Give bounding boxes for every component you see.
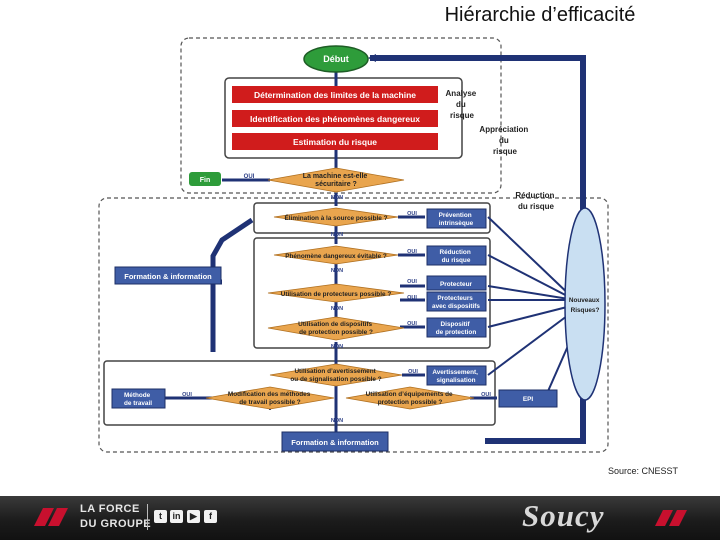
svg-text:Réduction du risque: Réduction du risque [439,249,472,264]
training-arrow [210,217,254,352]
step-hazards: Identification des phénomènes dangereux [250,114,420,124]
svg-text:NON: NON [331,268,343,274]
svg-text:Utilisation d’équipements de: Utilisation d’équipements de protection … [366,391,455,406]
slide-title: Hiérarchie d’efficacité [444,4,636,26]
svg-text:OUI: OUI [182,392,192,398]
training-bottom-box [281,431,389,452]
soucy-logo: Soucy [522,498,605,533]
svg-text:NON: NON [331,232,343,238]
decision-devices [267,316,405,341]
svg-text:Méthode de travail: Méthode de travail [124,392,152,407]
svg-text:OUI: OUI [408,369,418,375]
svg-text:Modification des méthodes: Modification des méthodes de travail pos… [228,391,312,406]
youtube-icon[interactable]: ▶ [187,510,200,523]
svg-text:Dispositif de protection: Dispositif de protection [436,321,477,336]
decision-safe [267,167,405,193]
estimation-inner-frame [224,77,463,159]
svg-text:Protecteur: Protecteur [440,281,472,288]
step-estimation: Estimation du risque [293,137,377,147]
soucy-mark-icon [655,510,687,526]
result-methode [111,388,166,409]
step-limits: Détermination des limites de la machine [254,90,416,100]
loop-arrow [368,54,586,220]
svg-text:Protecteurs avec dispositi: Protecteurs avec dispositifs [432,295,480,310]
svg-text:Formation & information: Formation & information [124,272,212,281]
reduction-dashed-frame [98,197,609,453]
result-protecteurs [426,291,487,312]
svg-text:NON: NON [331,418,343,424]
complementary-inner-frame [103,360,496,426]
result-prevention [426,208,487,229]
decision-ppe [345,386,475,410]
svg-text:Fin: Fin [200,177,211,184]
facebook-icon[interactable]: f [204,510,217,523]
return-arrow-bottom [485,398,586,444]
svg-text:OUI: OUI [407,211,417,217]
svg-text:Nouveaux Risques?: Nouveaux Risques? [569,297,601,314]
start-label: Début [323,54,349,64]
new-risks-node [564,207,606,401]
svg-text:La machine est-elle sécuri: La machine est-elle sécuritaire ? [303,173,370,188]
start-node [303,45,369,73]
svg-text:OUI: OUI [407,295,417,301]
svg-text:OUI: OUI [407,249,417,255]
label-appreciation: Appréciation du risque [479,125,530,156]
svg-text:Avertissement, signalisati: Avertissement, signalisation [432,369,479,384]
training-box [114,266,222,285]
footer-bar: LA FORCE DU GROUPE t in ▶ f Soucy [0,496,720,540]
analysis-dashed-frame [180,37,502,194]
protection-inner-frame [253,237,491,349]
risk-reduction-flowchart: Début Détermination des limites de la ma… [98,37,609,453]
tagline-line-1: LA FORCE [80,503,140,515]
svg-text:OUI: OUI [407,279,417,285]
svg-text:Formation & information: Formation & information [291,438,379,447]
result-avertissement [426,365,487,386]
svg-text:OUI: OUI [407,321,417,327]
svg-text:Utilisation de dispositifs: Utilisation de dispositifs de protection… [298,321,374,336]
label-analyse: Analyse du risque [446,89,479,120]
svg-text:Phénomène dangereux évitable ?: Phénomène dangereux évitable ? [285,253,387,260]
svg-text:EPI: EPI [523,396,534,403]
result-dispositif [426,317,487,338]
svg-text:OUI: OUI [481,392,491,398]
label-reduction: Réduction du risque [515,191,556,211]
svg-text:Utilisation d’avertissement: Utilisation d’avertissement ou de signal… [290,368,381,383]
result-reduction [426,245,487,266]
twitter-icon[interactable]: t [154,510,167,523]
svg-text:NON: NON [331,344,343,350]
svg-text:Prévention intrinsèque: Prévention intrinsèque [439,212,474,227]
decision-guards [267,283,405,303]
decision-methods [205,386,335,410]
footer-divider [147,504,148,530]
svg-text:OUI: OUI [244,174,255,180]
decision-avoidable [273,245,399,265]
fin-node [189,172,221,186]
decision-warning [269,363,403,387]
svg-text:NON: NON [331,195,343,201]
result-epi [498,389,558,408]
svg-text:Élimination à la source possib: Élimination à la source possible ? [285,213,388,222]
svg-text:Utilisation de protecteurs pos: Utilisation de protecteurs possible ? [281,291,392,298]
decision-elimination [273,207,399,227]
brand-mark-icon [34,508,68,526]
result-protecteur [426,275,487,291]
svg-text:NON: NON [331,306,343,312]
linkedin-icon[interactable]: in [170,510,183,523]
tagline-line-2: DU GROUPE [80,518,152,530]
source-label: Source: CNESST [608,466,679,476]
